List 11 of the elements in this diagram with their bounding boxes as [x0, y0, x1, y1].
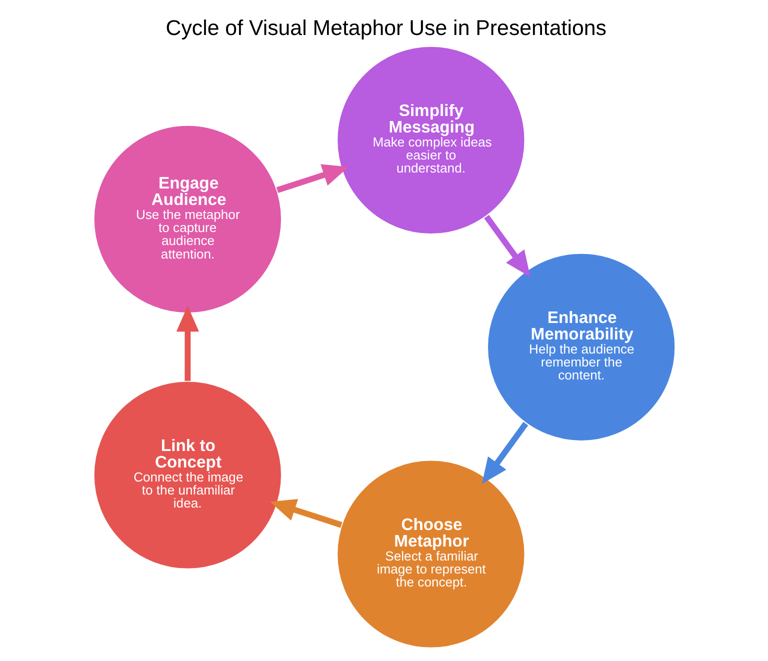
diagram-title: Cycle of Visual Metaphor Use in Presentations	[165, 16, 606, 40]
arrow	[270, 499, 342, 528]
node-circle: Simplify Messaging Make complex ideas easier to understand.	[336, 46, 525, 235]
arrow	[484, 214, 530, 277]
arrow	[176, 306, 198, 381]
node-circle: Engage Audience Use the metaphor to capture audience attention.	[92, 124, 282, 314]
node-circle: Enhance Memorability Help the audience remember the content.	[486, 252, 676, 442]
arrow	[481, 422, 528, 484]
arrow	[276, 164, 348, 193]
node-circle: Link to Concept Connect the image to the unfamiliar idea.	[92, 380, 282, 570]
node-circle: Choose Metaphor Select a familiar image to represent the concept.	[336, 460, 525, 649]
